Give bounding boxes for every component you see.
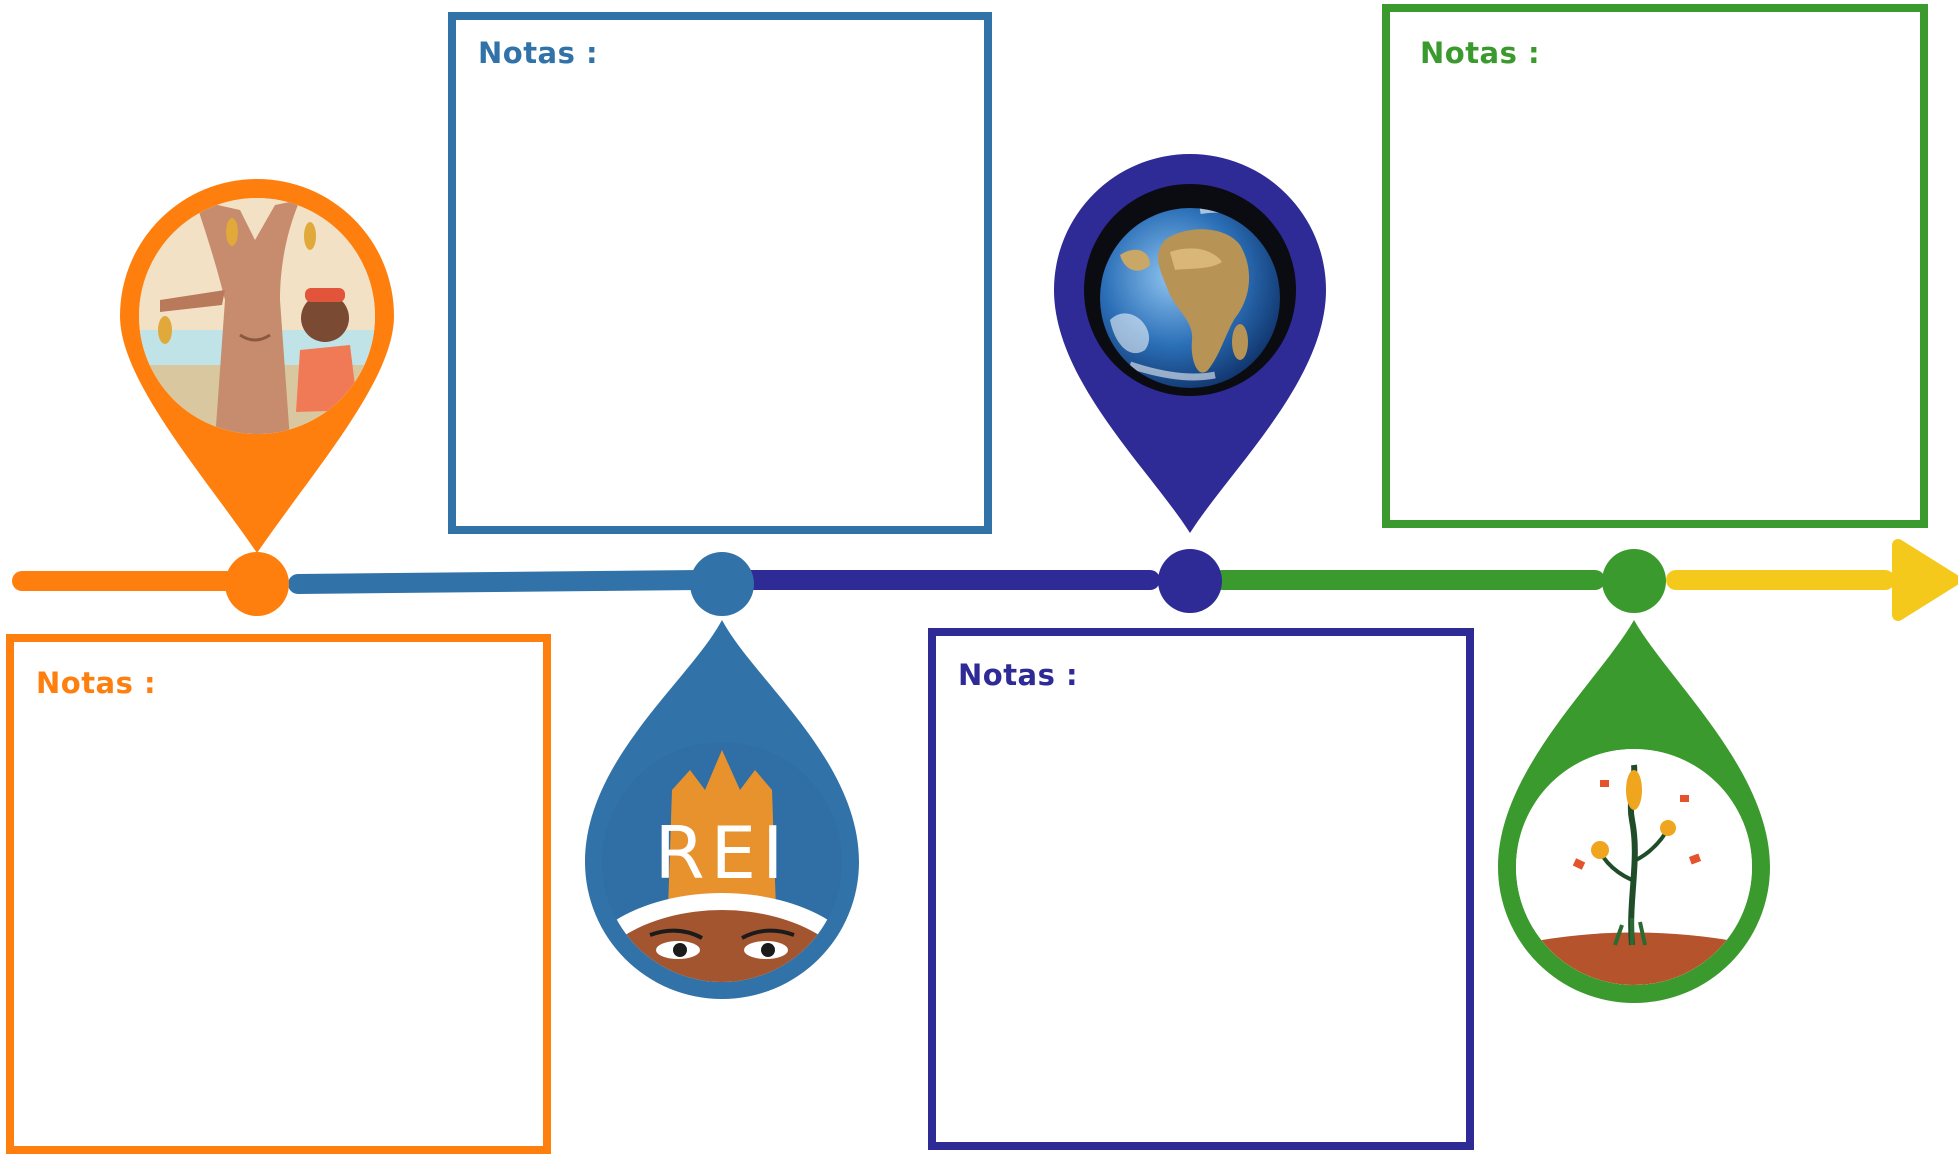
notes-box-blue[interactable]: Notas : — [448, 12, 992, 534]
timeline-node-blue — [690, 552, 754, 616]
timeline-node-green — [1602, 549, 1666, 613]
rei-crown-illustration: REI — [602, 742, 842, 982]
notes-label-green: Notas : — [1420, 36, 1541, 70]
notes-box-orange[interactable]: Notas : — [6, 634, 551, 1154]
marker-drop-green — [1498, 620, 1770, 1003]
notes-box-indigo[interactable]: Notas : — [928, 628, 1474, 1150]
timeline-arrowhead — [1892, 539, 1958, 621]
notes-box-green[interactable]: Notas : — [1382, 4, 1928, 528]
timeline-node-orange — [225, 552, 289, 616]
marker-pin-orange — [120, 179, 394, 553]
timeline-segment-blue — [288, 570, 710, 594]
earth-globe-photo — [1100, 208, 1280, 388]
rei-text: REI — [655, 811, 790, 895]
baobab-tree-hug-illustration — [139, 198, 375, 434]
marker-pin-indigo — [1054, 154, 1326, 533]
notes-label-indigo: Notas : — [958, 658, 1079, 692]
marker-drop-blue: REI — [585, 620, 859, 999]
timeline-node-indigo — [1158, 549, 1222, 613]
notes-label-blue: Notas : — [478, 36, 599, 70]
notes-label-orange: Notas : — [36, 666, 157, 700]
